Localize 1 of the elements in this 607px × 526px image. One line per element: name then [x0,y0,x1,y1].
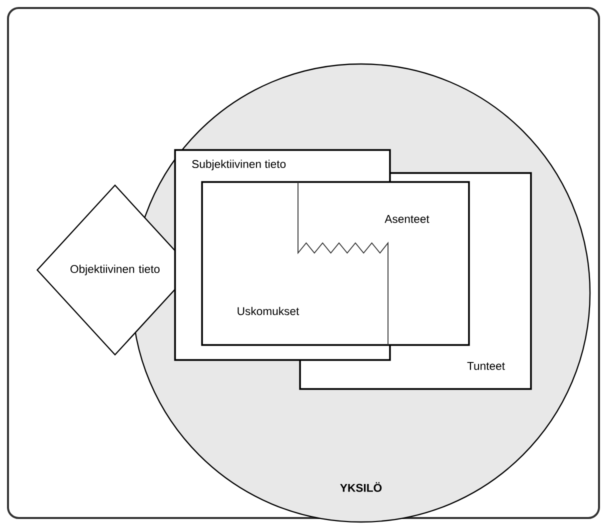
beliefs-box: Asenteet Uskomukset [201,181,470,346]
